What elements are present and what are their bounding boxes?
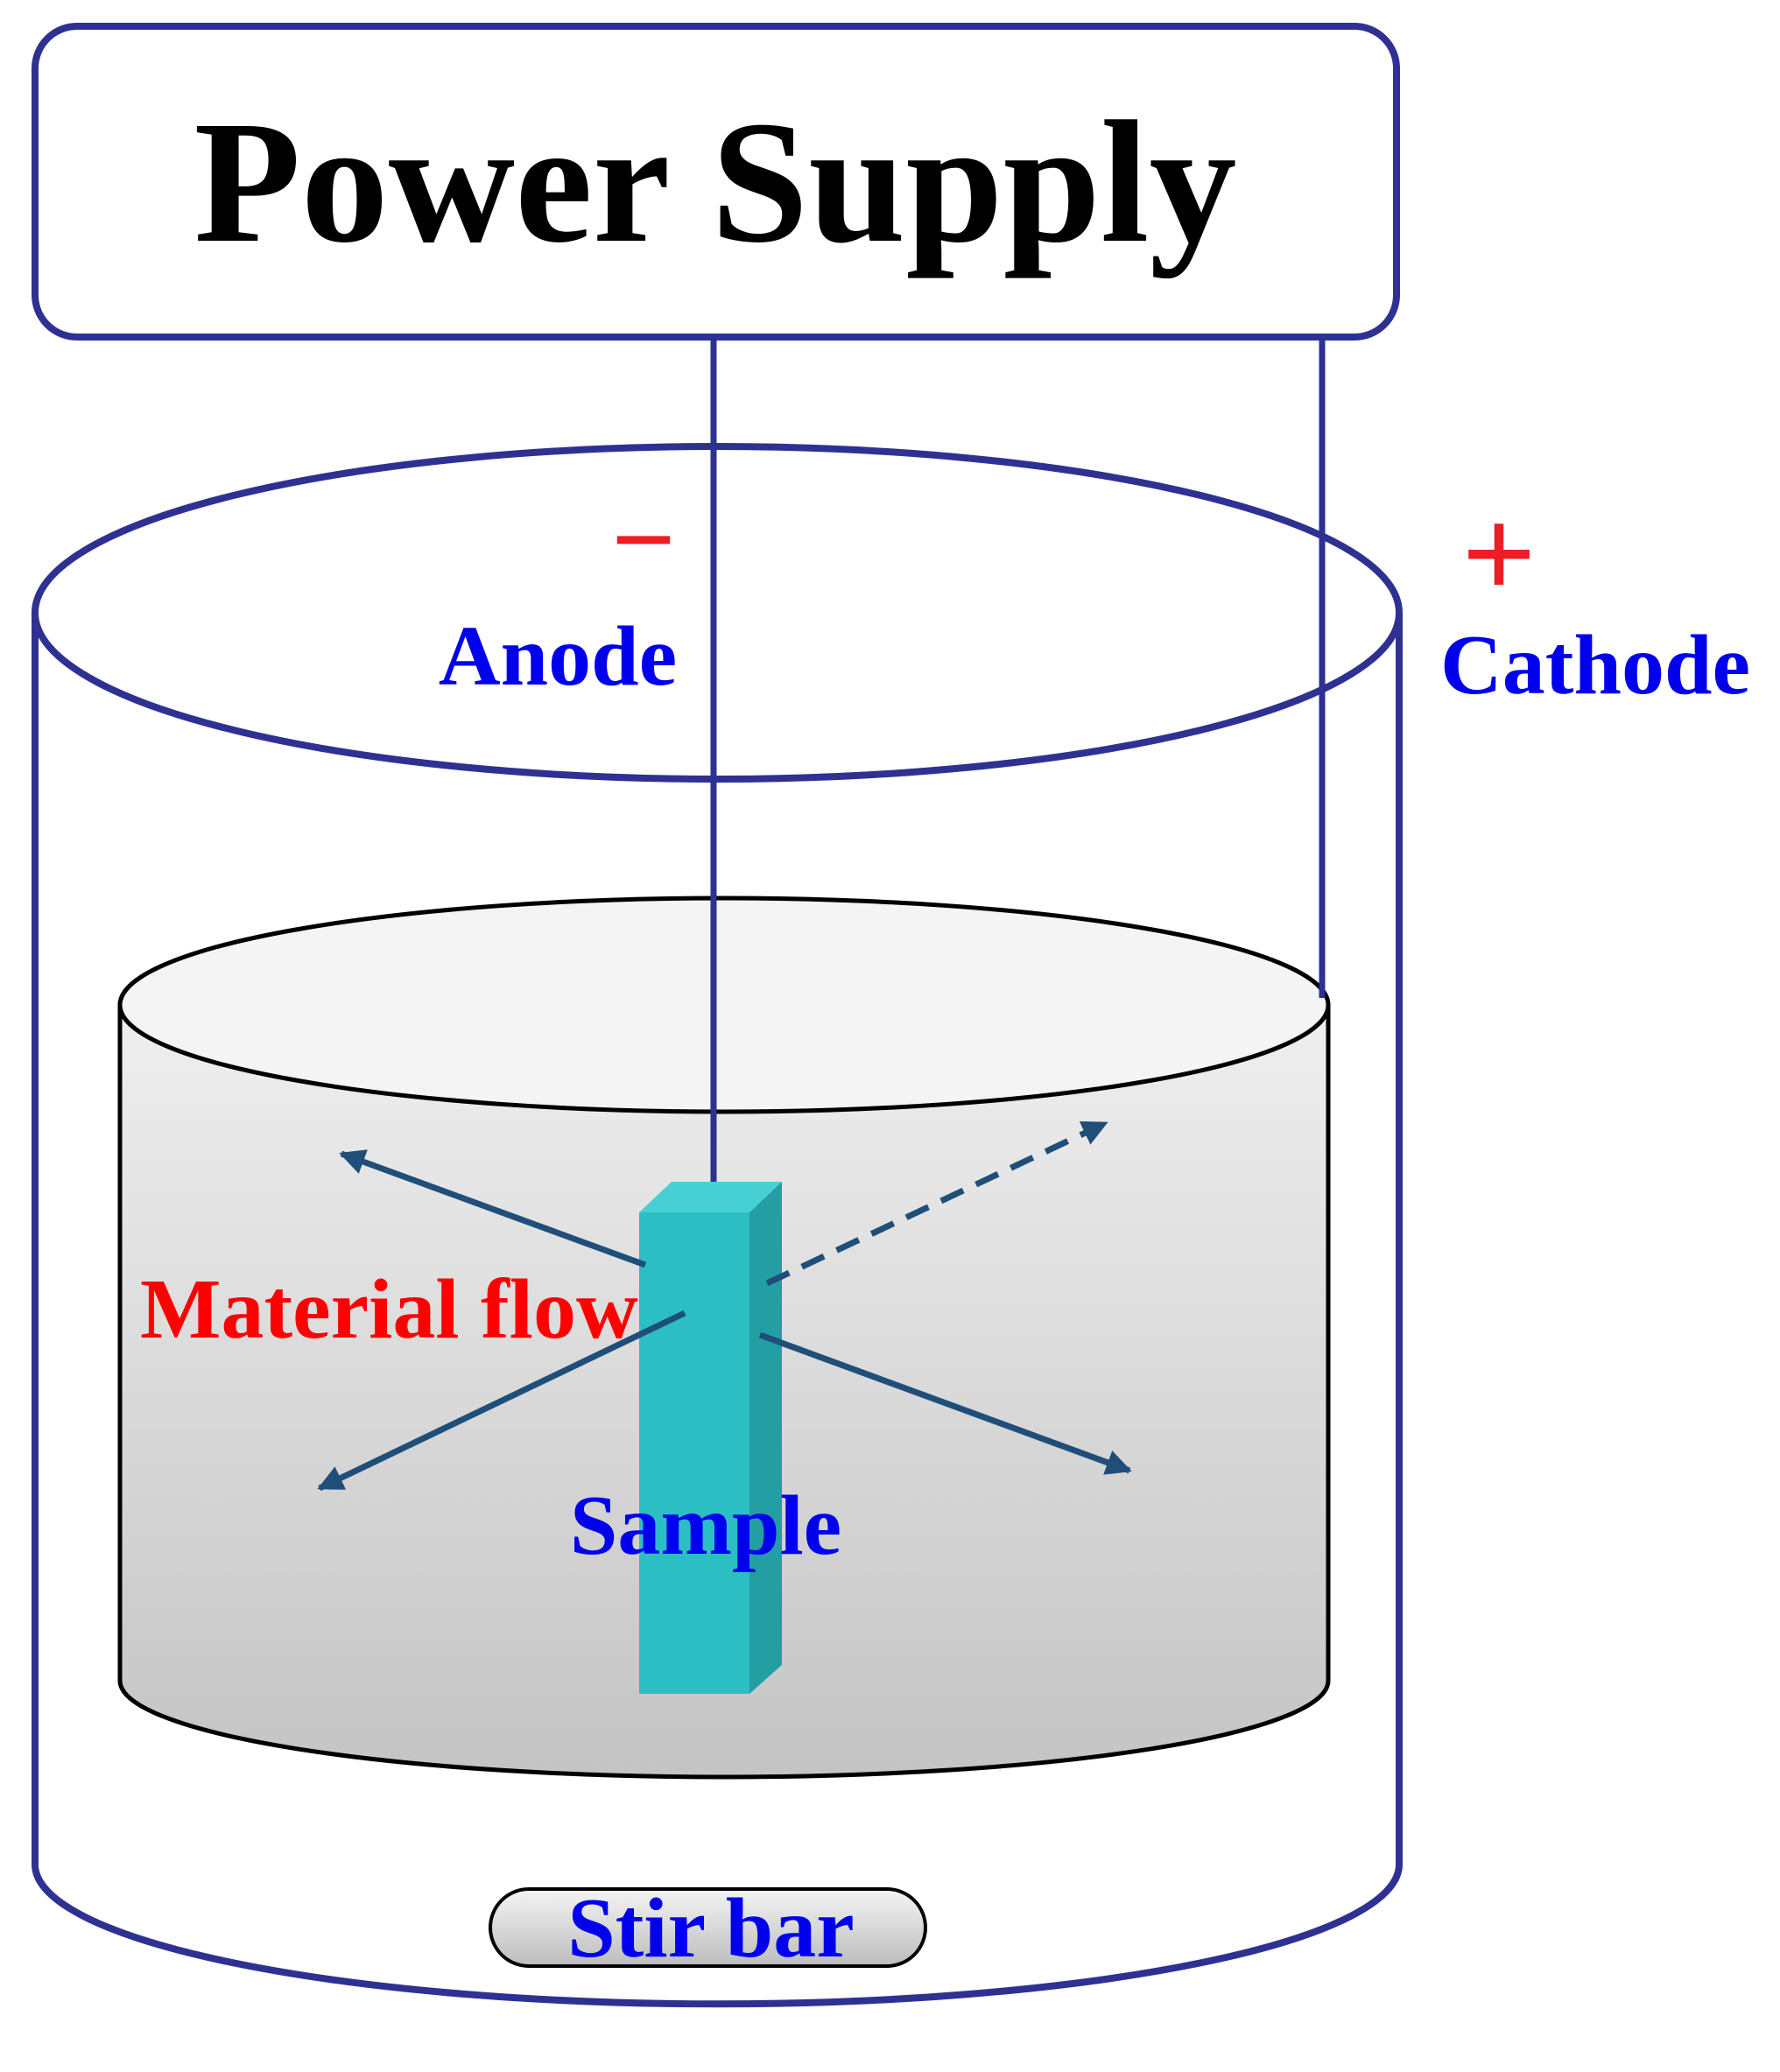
power-supply-label: Power Supply <box>193 86 1236 279</box>
outer-beaker-body <box>32 613 1403 2008</box>
stir-bar-label: Stir bar <box>567 1881 855 1976</box>
stir-bar <box>489 1887 927 1968</box>
flow-arrow-lower-right <box>758 1331 1132 1475</box>
outer-beaker <box>32 443 1403 2008</box>
sample-top-face <box>639 1182 782 1212</box>
cathode-sign: + <box>1461 481 1536 627</box>
anode-label: Anode <box>439 609 677 704</box>
sample-side-face <box>749 1182 782 1694</box>
sample-electrode <box>639 1182 782 1694</box>
electrolyte-surface <box>117 896 1331 1114</box>
anode-sign: − <box>611 477 676 603</box>
material-flow-arrows <box>317 1120 1132 1492</box>
flow-arrow-lower-left <box>317 1310 686 1492</box>
sample-front-face <box>639 1212 749 1694</box>
flow-arrow-upper-right <box>765 1120 1108 1287</box>
outer-beaker-rim <box>32 443 1403 783</box>
cathode-label: Cathode <box>1440 618 1750 713</box>
sample-label: Sample <box>570 1478 841 1573</box>
flow-arrow-upper-left <box>339 1149 647 1268</box>
material-flow-label: Material flow <box>140 1262 638 1357</box>
